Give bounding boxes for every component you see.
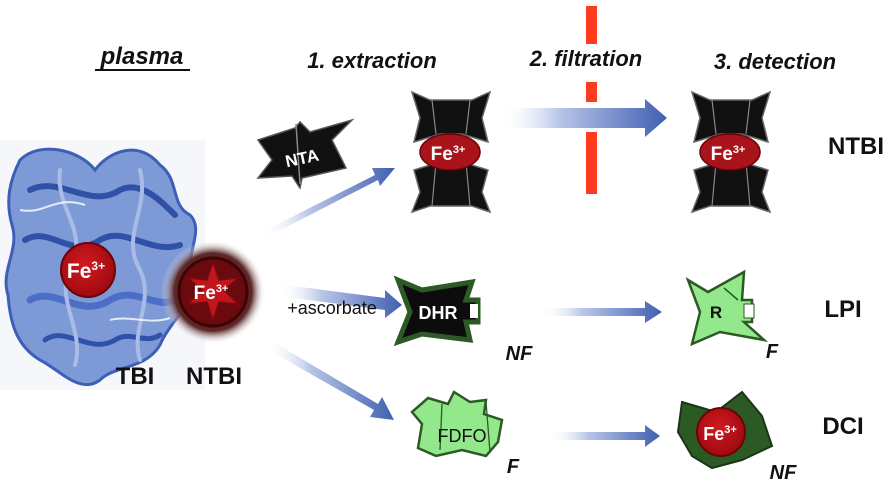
output-ntbi: NTBI (828, 133, 884, 160)
label-ntbi-source: NTBI (186, 363, 242, 390)
fe-ion-ntbi: Fe3+ (161, 240, 265, 344)
fdfo-label: FDFO (438, 426, 487, 446)
dhr-label: DHR (419, 303, 458, 323)
svg-text:Fe3+: Fe3+ (194, 283, 229, 304)
label-tbi: TBI (116, 363, 155, 390)
dhr-fluorescence-label: NF (506, 343, 533, 365)
svg-text:Fe3+: Fe3+ (703, 424, 737, 444)
nta-chelator: NTA (256, 118, 355, 190)
arrow-fdfo-to-dci (548, 425, 660, 447)
arrow-extraction-to-detection (500, 99, 667, 137)
fdfo-probe: FDFO (410, 390, 504, 458)
arrow-ntbi-to-extraction (262, 168, 395, 238)
dci-complex: Fe3+ (676, 390, 774, 470)
r-fluorescence-label: F (766, 341, 779, 363)
filter-barrier (586, 6, 597, 194)
nta-fe-complex-extraction: Fe3+ (410, 90, 492, 214)
output-lpi: LPI (824, 296, 861, 323)
dci-fluorescence-label: NF (770, 462, 797, 484)
r-label: R (710, 303, 722, 322)
svg-text:Fe3+: Fe3+ (67, 259, 105, 283)
fe-ion-tbi: Fe3+ (60, 242, 116, 298)
header-detection: 3. detection (714, 49, 836, 74)
output-dci: DCI (822, 413, 863, 440)
nta-fe-complex-detection: Fe3+ (690, 90, 772, 214)
header-filtration: 2. filtration (529, 46, 642, 71)
header-plasma: plasma (100, 43, 184, 70)
fdfo-fluorescence-label: F (507, 456, 520, 478)
svg-text:Fe3+: Fe3+ (711, 144, 746, 165)
r-probe: R (685, 269, 769, 347)
header-extraction: 1. extraction (307, 48, 437, 73)
ascorbate-label: +ascorbate (287, 298, 377, 318)
arrow-dhr-to-r (540, 301, 662, 323)
dhr-probe: DHR (393, 275, 481, 347)
arrow-ntbi-to-fdfo (265, 340, 394, 420)
svg-text:Fe3+: Fe3+ (431, 144, 466, 165)
arrow-ntbi-to-dhr (278, 284, 402, 318)
